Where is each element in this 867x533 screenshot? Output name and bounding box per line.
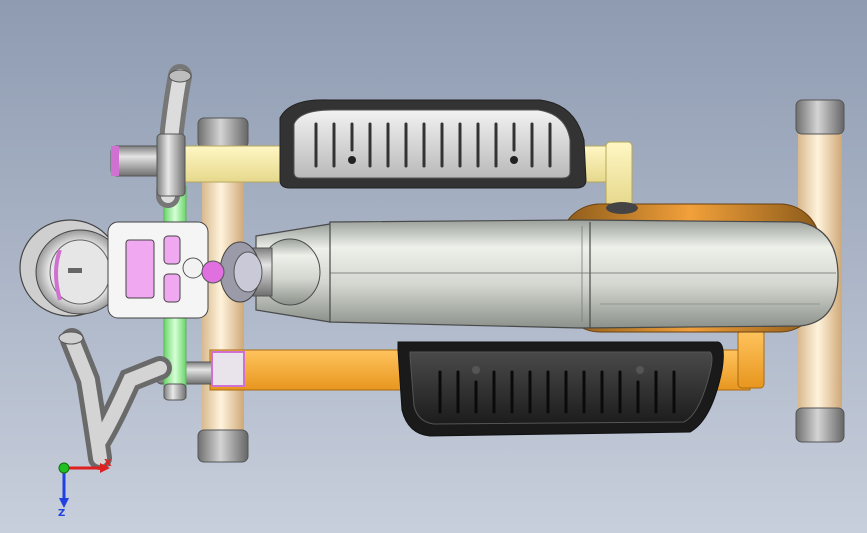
pedal-upper-bolt-right xyxy=(510,156,518,164)
rear-roller-cap-top xyxy=(795,99,845,135)
axis-z-label: Z xyxy=(58,508,65,519)
console-mast-foot xyxy=(163,383,187,401)
pedal-upper-ribs xyxy=(314,122,552,168)
lower-rail-bracket xyxy=(211,351,245,387)
console-knob[interactable] xyxy=(182,257,204,279)
console-display xyxy=(125,239,155,299)
upper-rail-end-ring xyxy=(111,146,119,176)
handlebar-upper-grip xyxy=(156,133,186,197)
console-magenta-hub xyxy=(201,260,225,284)
main-body-shroud[interactable] xyxy=(255,219,839,329)
pedal-lower-bolt-right xyxy=(636,366,644,374)
console-button-up[interactable] xyxy=(163,235,181,265)
pedal-upper[interactable] xyxy=(279,99,587,189)
front-roller-cap-top xyxy=(197,117,249,149)
handlebar-upper[interactable] xyxy=(156,64,192,208)
pedal-lower-bolt-left xyxy=(472,366,480,374)
console-magenta-trim xyxy=(54,249,62,301)
axis-x-label: X xyxy=(104,458,112,469)
lower-rail-post xyxy=(737,329,765,389)
front-roller-cap-bottom xyxy=(197,429,249,463)
pedal-lower[interactable] xyxy=(397,341,724,437)
console-assembly[interactable] xyxy=(19,219,225,319)
flywheel-knob xyxy=(606,202,638,214)
pedal-upper-bolt-left xyxy=(348,156,356,164)
axis-triad: X Z xyxy=(58,458,112,519)
upper-rail-post xyxy=(605,141,633,207)
handlebar-lower[interactable] xyxy=(58,328,172,470)
console-button-down[interactable] xyxy=(163,273,181,303)
rear-roller-cap-bottom xyxy=(795,407,845,443)
pedal-lower-ribs xyxy=(438,370,676,414)
neck-tube[interactable] xyxy=(219,238,321,306)
